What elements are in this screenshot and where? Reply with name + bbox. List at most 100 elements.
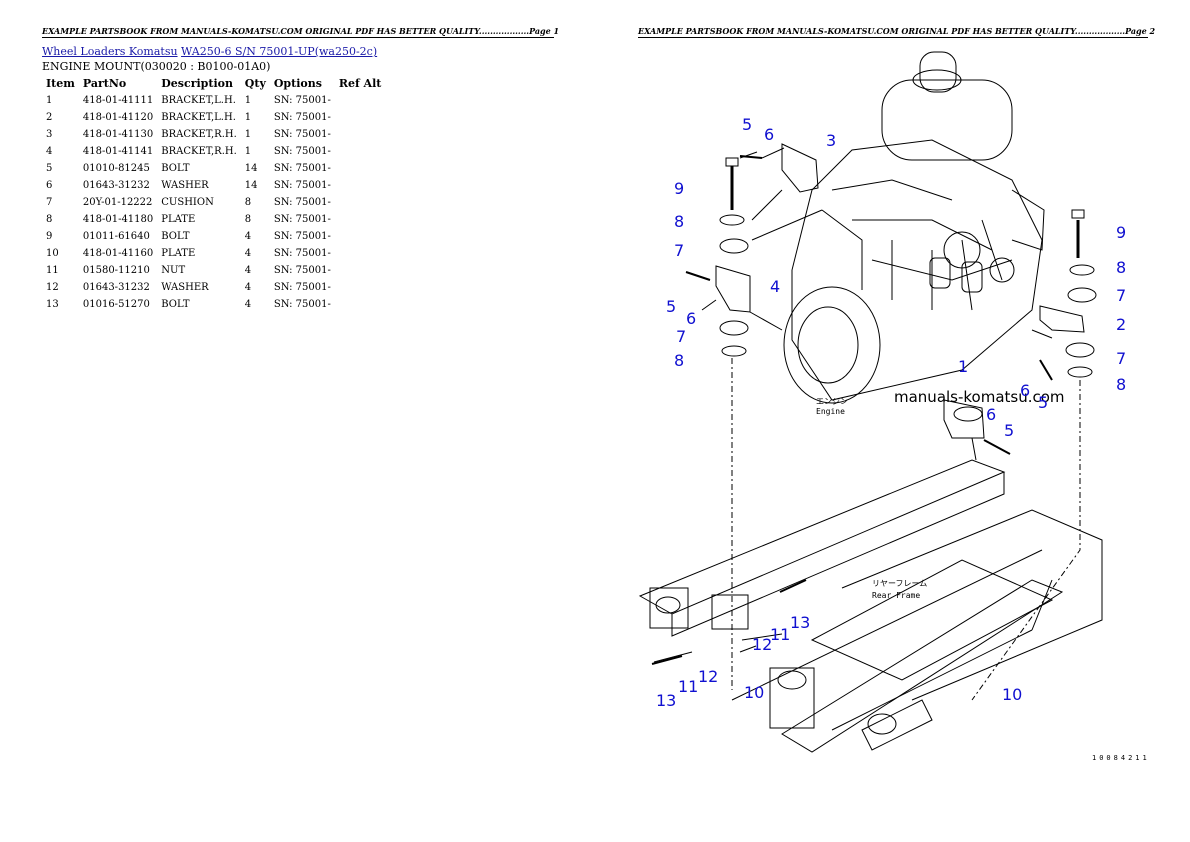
breadcrumb-link-category[interactable]: Wheel Loaders Komatsu: [42, 45, 178, 58]
engine-label-en: Engine: [816, 407, 845, 416]
cell-description: BRACKET,L.H.: [161, 111, 236, 123]
callout-7: 7: [674, 241, 684, 260]
cushion-7-right-mid: [1065, 342, 1095, 358]
air-cleaner-inlet: [919, 51, 957, 93]
cell-description: PLATE: [161, 213, 196, 225]
callout-8: 8: [674, 212, 684, 231]
cell-ref-alt: [335, 296, 386, 313]
engine-label-jp: エンジン: [816, 397, 848, 406]
leader-lines: [701, 147, 1053, 653]
engine-flywheel-housing: [783, 286, 881, 404]
cell-options: SN: 75001-: [273, 281, 331, 293]
callout-2: 2: [1116, 315, 1126, 334]
callout-1: 1: [958, 357, 968, 376]
front-frame-stub: [861, 699, 933, 751]
cell-partno: 418-01-41111: [82, 94, 154, 106]
callout-5: 5: [1038, 393, 1048, 412]
cell-options: SN: 75001-: [273, 162, 331, 174]
cell-options: SN: 75001-: [273, 128, 331, 140]
cell-description: BRACKET,R.H.: [161, 145, 237, 157]
cell-partno: 01011-61640: [82, 230, 150, 242]
callout-7: 7: [1116, 286, 1126, 305]
callout-3: 3: [826, 131, 836, 150]
callout-6: 6: [986, 405, 996, 424]
cushion-7-right-top: [1067, 287, 1097, 303]
rear-frame-right-rail: [781, 579, 1064, 753]
cell-options: SN: 75001-: [273, 213, 331, 225]
cell-ref-alt: [335, 92, 386, 109]
callout-7: 7: [676, 327, 686, 346]
rear-frame-body: [841, 509, 1103, 701]
front-mount-block-right: [769, 667, 815, 729]
cell-item: 3: [46, 128, 53, 140]
parts-table: Item PartNo Description Qty Options Ref …: [42, 76, 385, 313]
callout-11: 11: [678, 677, 698, 696]
cell-item: 1: [46, 94, 53, 106]
cell-ref-alt: [335, 143, 386, 160]
cell-partno: 418-01-41120: [82, 111, 154, 123]
cell-qty: 14: [244, 179, 258, 191]
cell-partno: 01580-11210: [82, 264, 150, 276]
cell-options: SN: 75001-: [273, 298, 331, 310]
cell-item: 11: [46, 264, 59, 276]
column-header-item: Item: [46, 77, 75, 90]
cell-partno: 418-01-41160: [82, 247, 154, 259]
cell-partno: 01016-51270: [82, 298, 150, 310]
plate-8-top-left: [719, 214, 745, 226]
callout-11: 11: [770, 625, 790, 644]
bracket-1: [943, 399, 985, 439]
engine-filter: [929, 257, 951, 289]
rear-frame-left-rail-lower: [671, 472, 1005, 637]
cell-partno: 418-01-41130: [82, 128, 154, 140]
callout-10: 10: [1002, 685, 1022, 704]
cell-options: SN: 75001-: [273, 111, 331, 123]
cell-qty: 4: [244, 230, 252, 242]
engine-pipes: [831, 179, 1013, 281]
cell-description: NUT: [161, 264, 186, 276]
breadcrumb-link-model[interactable]: WA250-6 S/N 75001-UP(wa250-2c): [181, 45, 378, 58]
callout-8: 8: [674, 351, 684, 370]
cell-description: BOLT: [161, 298, 190, 310]
cell-ref-alt: [335, 126, 386, 143]
watermark: manuals-komatsu.com: [894, 388, 1065, 406]
column-header-options: Options: [273, 77, 322, 90]
engine-filter-2: [961, 261, 983, 293]
callout-12: 12: [698, 667, 718, 686]
cell-qty: 1: [244, 128, 252, 140]
cell-qty: 4: [244, 298, 252, 310]
cell-ref-alt: [335, 279, 386, 296]
callout-10: 10: [744, 683, 764, 702]
plate-8-mid-left: [721, 345, 747, 357]
cell-partno: 01643-31232: [82, 281, 150, 293]
rear-frame-cross: [810, 559, 1054, 681]
parts-diagram: エンジン Engine リヤーフレーム Rear Frame 10084211 …: [632, 40, 1152, 770]
engine-fan-shroud: [1011, 189, 1045, 251]
breadcrumb: Wheel Loaders Komatsu WA250-6 S/N 75001-…: [42, 45, 377, 58]
engine-mount-diagram: エンジン Engine リヤーフレーム Rear Frame 10084211 …: [638, 51, 1150, 762]
cell-item: 4: [46, 145, 53, 157]
front-frame-hole: [867, 713, 897, 735]
cushion-7-top-left: [719, 238, 749, 254]
cell-description: CUSHION: [161, 196, 214, 208]
callout-13: 13: [790, 613, 810, 632]
column-header-partno: PartNo: [82, 77, 127, 90]
bracket-3: [781, 143, 819, 193]
cell-item: 9: [46, 230, 53, 242]
cell-ref-alt: [335, 160, 386, 177]
air-cleaner-cap: [912, 69, 962, 91]
cell-qty: 4: [244, 264, 252, 276]
cushion-7-mid-left: [719, 320, 749, 336]
cell-partno: 01010-81245: [82, 162, 150, 174]
callout-12: 12: [752, 635, 772, 654]
rear-frame-lower: [731, 549, 1043, 701]
cell-ref-alt: [335, 211, 386, 228]
diagram-code: 10084211: [1092, 754, 1150, 762]
